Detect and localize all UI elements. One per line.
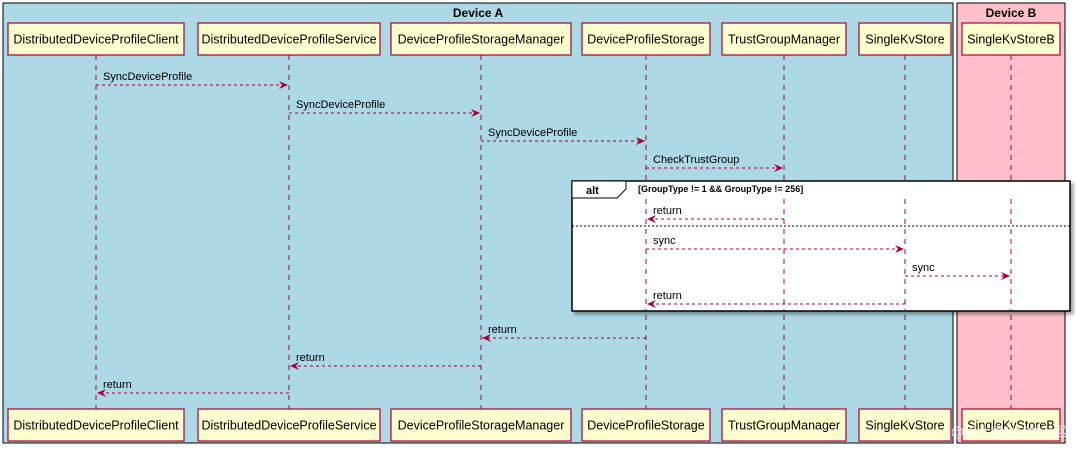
participant-box [581, 408, 711, 442]
message-label: return [488, 324, 517, 336]
participant-client-bottom: DistributedDeviceProfileClient [7, 408, 185, 442]
message-label: return [296, 352, 325, 364]
participant-mgr-bottom: DeviceProfileStorageManager [390, 408, 572, 442]
message-label: return [653, 290, 682, 302]
participant-label: SingleKvStoreB [967, 33, 1055, 47]
participant-label: TrustGroupManager [728, 419, 840, 433]
participant-label: DeviceProfileStorageManager [398, 33, 565, 47]
participant-label: DeviceProfileStorage [587, 419, 704, 433]
message-10: return [290, 352, 481, 370]
participant-box [961, 22, 1061, 56]
message-label: sync [653, 235, 676, 247]
message-label: sync [912, 262, 935, 274]
participant-box [858, 408, 952, 442]
participant-label: DistributedDeviceProfileService [201, 419, 376, 433]
message-5: return [647, 205, 784, 223]
participant-box [7, 22, 185, 56]
participant-service-top: DistributedDeviceProfileService [197, 22, 381, 56]
participant-box [961, 408, 1061, 442]
message-label: SyncDeviceProfile [296, 99, 385, 111]
messages: SyncDeviceProfileSyncDeviceProfileSyncDe… [96, 71, 1010, 397]
message-label: SyncDeviceProfile [488, 127, 577, 139]
participant-label: DeviceProfileStorageManager [398, 419, 565, 433]
message-9: return [482, 324, 646, 342]
participant-box [197, 22, 381, 56]
alt-keyword-tab [571, 180, 627, 199]
participant-trust-top: TrustGroupManager [721, 22, 847, 56]
message-6: sync [646, 235, 904, 253]
participant-client-top: DistributedDeviceProfileClient [7, 22, 185, 56]
participant-label: DistributedDeviceProfileClient [13, 419, 179, 433]
message-label: SyncDeviceProfile [103, 71, 192, 83]
participant-box [390, 408, 572, 442]
participant-label: DistributedDeviceProfileService [201, 33, 376, 47]
participant-kvb-top: SingleKvStoreB [961, 22, 1061, 56]
participant-kv-bottom: SingleKvStore [858, 408, 952, 442]
box-device-b-title: Device B [986, 6, 1037, 20]
participant-heads-top: DistributedDeviceProfileClient Distribute… [7, 22, 1061, 56]
lifelines-in-fragment [645, 199, 1012, 310]
message-8: return [647, 290, 905, 308]
alt-keyword: alt [586, 185, 599, 197]
message-7: sync [905, 262, 1010, 280]
participant-box [390, 22, 572, 56]
participant-box [7, 408, 185, 442]
participant-trust-bottom: TrustGroupManager [721, 408, 847, 442]
participant-label: DeviceProfileStorage [587, 33, 704, 47]
participant-heads-bottom: DistributedDeviceProfileClient Distribute… [7, 408, 1061, 442]
participant-box [581, 22, 711, 56]
alt-fragment: alt [GroupType != 1 && GroupType != 256] [571, 180, 1071, 312]
participant-label: SingleKvStore [865, 33, 944, 47]
message-3: SyncDeviceProfile [481, 127, 645, 145]
message-label: CheckTrustGroup [653, 154, 739, 166]
participant-label: SingleKvStore [865, 419, 944, 433]
message-11: return [97, 379, 289, 397]
alt-frame [571, 180, 1071, 312]
participant-mgr-top: DeviceProfileStorageManager [390, 22, 572, 56]
participant-box [721, 408, 847, 442]
lifelines [95, 55, 1012, 409]
participant-storage-top: DeviceProfileStorage [581, 22, 711, 56]
message-2: SyncDeviceProfile [289, 99, 480, 117]
participant-box [197, 408, 381, 442]
participant-label: SingleKvStoreB [967, 419, 1055, 433]
message-label: return [653, 205, 682, 217]
participant-label: DistributedDeviceProfileClient [13, 33, 179, 47]
message-label: return [103, 379, 132, 391]
box-device-a-title: Device A [453, 6, 504, 20]
participant-kvb-bottom: SingleKvStoreB [961, 408, 1061, 442]
participant-label: TrustGroupManager [728, 33, 840, 47]
participant-kv-top: SingleKvStore [858, 22, 952, 56]
participant-box [858, 22, 952, 56]
participant-storage-bottom: DeviceProfileStorage [581, 408, 711, 442]
watermark-text: @稀土掘金技术社区 [951, 424, 1068, 440]
participant-box [721, 22, 847, 56]
message-4: CheckTrustGroup [646, 154, 783, 172]
message-1: SyncDeviceProfile [96, 71, 288, 89]
alt-guard: [GroupType != 1 && GroupType != 256] [638, 184, 803, 194]
participant-service-bottom: DistributedDeviceProfileService [197, 408, 381, 442]
